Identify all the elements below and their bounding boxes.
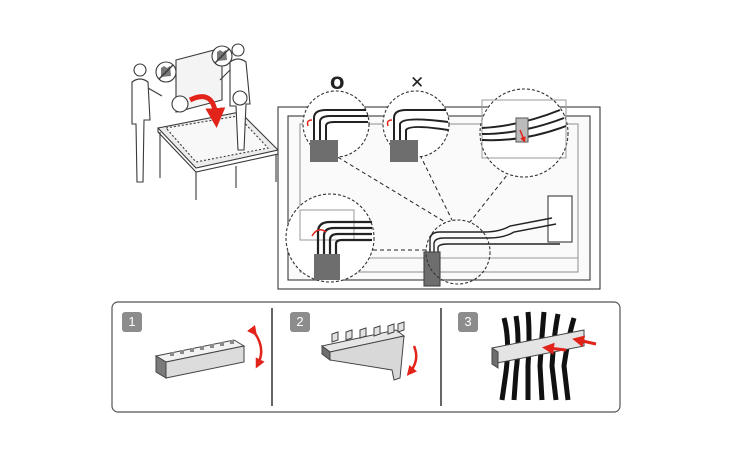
step-badge-1: 1 [122,312,142,332]
correct-mark: O [330,74,345,94]
push-arrow-icon [572,335,597,348]
tv-on-table-illustration [131,43,280,200]
push-arrow-icon [542,342,567,355]
step2-clip-illustration [320,321,406,381]
rotate-arrow-icon [247,325,265,369]
callout-circle-source [425,219,491,285]
callout-circle-correct [302,90,370,162]
callout-circle-detail [479,88,569,178]
fold-arrow-icon [406,345,418,376]
step1-clip-illustration [154,339,246,379]
callout-connector-lines [325,149,516,251]
incorrect-mark: ✕ [410,73,425,93]
step3-cables-illustration [491,311,585,401]
step-badge-3: 3 [458,312,478,332]
callout-circle-incorrect [382,90,450,162]
callout-circle-clip [285,193,375,283]
rotate-arrow-icon [188,94,226,128]
step-badge-2: 2 [290,312,310,332]
